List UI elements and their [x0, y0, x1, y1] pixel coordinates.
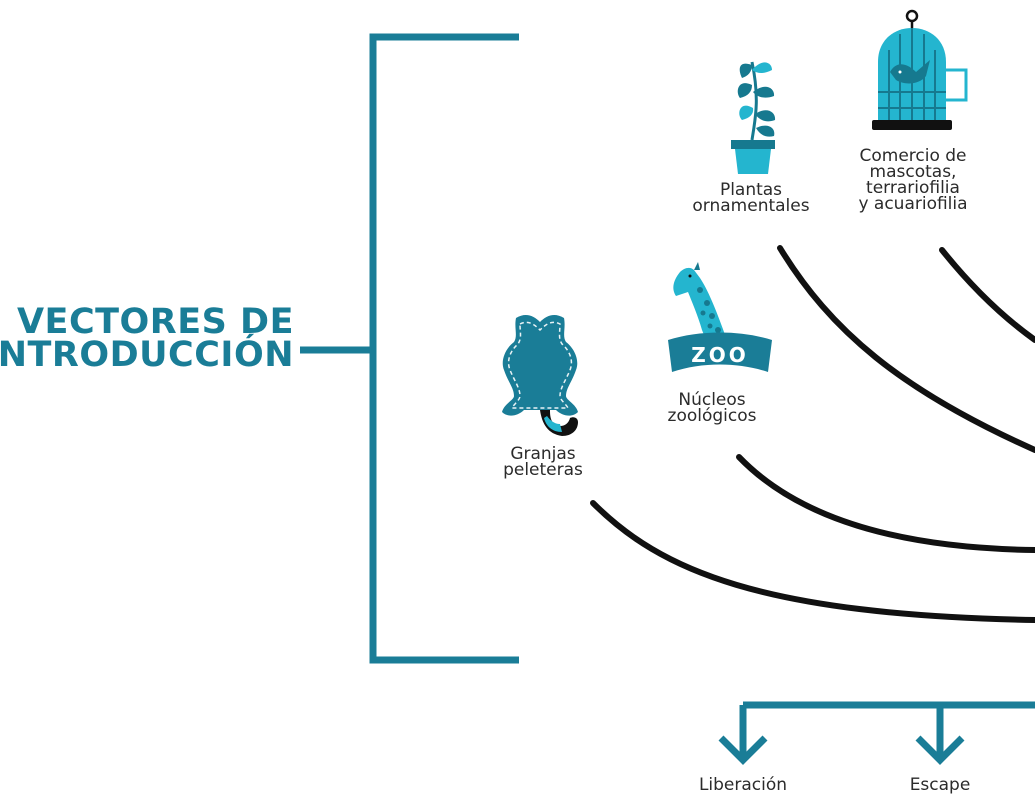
curve-zoologicos — [736, 454, 1035, 553]
label-plantas-ornamentales: Plantas ornamentales — [678, 180, 824, 216]
page-title-line2: INTRODUCCIÓN — [0, 335, 294, 375]
label-comercio-mascotas: Comercio de mascotas, terrariofilia y ac… — [838, 146, 988, 214]
curve-plantas — [777, 245, 1035, 453]
birdcage-icon — [872, 9, 968, 130]
label-mascotas-line3: terrariofilia — [866, 178, 960, 198]
label-zoologicos-line1: Núcleos — [678, 390, 746, 410]
outcome-liberacion: Liberación — [698, 775, 788, 795]
label-mascotas-line4: y acuariofilia — [858, 194, 968, 214]
label-plantas-line1: Plantas — [719, 180, 783, 200]
outcome-tree — [718, 701, 1035, 765]
label-granjas-peleteras: Granjas peleteras — [488, 444, 598, 480]
label-mascotas-line2: mascotas, — [869, 162, 957, 182]
zoo-sign-text: ZOO — [691, 343, 749, 367]
potted-plant-icon — [731, 61, 776, 174]
giraffe-zoo-icon — [668, 262, 772, 372]
page-title-line1: VECTORES DE — [16, 302, 294, 342]
label-nucleos-zoologicos: Núcleos zoológicos — [652, 390, 772, 426]
curve-mascotas — [939, 247, 1035, 343]
label-zoologicos-line2: zoológicos — [667, 406, 757, 426]
page-title: VECTORES DE INTRODUCCIÓN — [0, 302, 294, 375]
flow-curves — [590, 245, 1035, 623]
label-plantas-line2: ornamentales — [692, 196, 810, 216]
outcome-escape: Escape — [909, 775, 971, 795]
label-granjas-line2: peleteras — [503, 460, 583, 480]
fur-pelt-icon — [502, 315, 578, 436]
label-granjas-line1: Granjas — [510, 444, 576, 464]
label-mascotas-line1: Comercio de — [859, 146, 967, 166]
curve-granjas — [590, 500, 1035, 623]
bracket — [300, 33, 519, 664]
